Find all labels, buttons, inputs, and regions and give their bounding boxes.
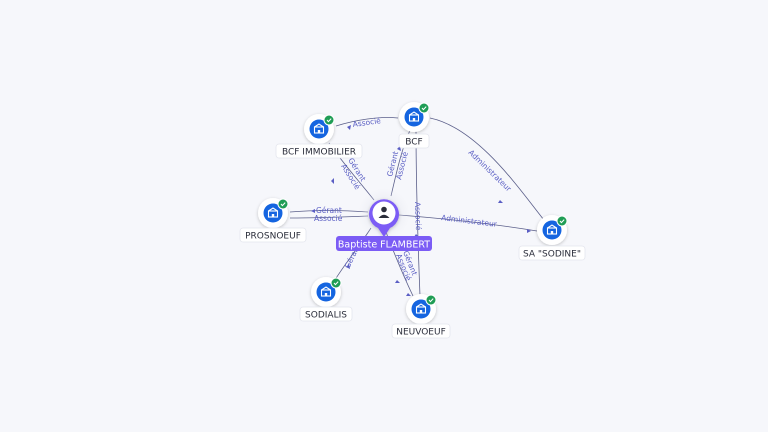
svg-text:SA "SODINE": SA "SODINE" xyxy=(523,250,581,260)
company-label-neuvoeuf: NEUVOEUF xyxy=(391,323,451,339)
building-icon xyxy=(546,224,558,235)
building-icon xyxy=(320,286,332,297)
building-icon xyxy=(267,207,279,218)
edge-label-bcf-neuvoeuf-associe: Associé xyxy=(413,202,423,231)
edge-label-bcf-bcf-immobilier: Associé xyxy=(352,116,382,129)
svg-text:PROSNOEUF: PROSNOEUF xyxy=(245,232,301,242)
verified-badge-icon xyxy=(277,198,289,210)
arrowhead xyxy=(346,264,350,269)
svg-text:BCF: BCF xyxy=(405,138,422,148)
edge-label-person-sa-sodine: Administrateur xyxy=(441,213,498,229)
building-icon xyxy=(313,123,325,134)
company-node-prosnoeuf[interactable] xyxy=(258,198,289,228)
edge-label-bcf-sa-sodine: Administrateur xyxy=(467,148,514,194)
edge-bcf-sa-sodine xyxy=(429,117,545,221)
person-name: Baptiste FLAMBERT xyxy=(338,240,430,251)
arrowhead xyxy=(406,293,411,296)
verified-badge-icon xyxy=(330,277,342,289)
company-label-prosnoeuf: PROSNOEUF xyxy=(239,227,307,243)
building-icon xyxy=(415,303,427,314)
arrowhead xyxy=(527,229,531,233)
verified-badge-icon xyxy=(418,102,430,114)
company-label-sa-sodine: SA "SODINE" xyxy=(518,245,586,261)
svg-text:BCF IMMOBILIER: BCF IMMOBILIER xyxy=(282,148,356,158)
arrowhead xyxy=(311,209,315,213)
company-node-sa-sodine[interactable] xyxy=(537,215,568,245)
arrowhead xyxy=(498,200,503,203)
building-icon xyxy=(408,111,420,122)
verified-badge-icon xyxy=(556,215,568,227)
company-label-sodialis: SODIALIS xyxy=(299,306,353,322)
person-icon xyxy=(378,206,390,218)
verified-badge-icon xyxy=(425,294,437,306)
company-node-sodialis[interactable] xyxy=(311,277,342,307)
company-node-bcf[interactable] xyxy=(399,102,430,132)
svg-text:NEUVOEUF: NEUVOEUF xyxy=(396,328,446,338)
edge-label-person-prosnoeuf-associe: Associé xyxy=(314,214,343,223)
verified-badge-icon xyxy=(323,114,335,126)
arrowhead xyxy=(347,125,351,130)
svg-text:SODIALIS: SODIALIS xyxy=(305,311,347,321)
person-node[interactable]: Baptiste FLAMBERT xyxy=(336,188,432,251)
arrowhead xyxy=(331,178,334,184)
arrowhead xyxy=(395,280,400,283)
edge-label-person-prosnoeuf-gerant: Gérant xyxy=(316,206,342,215)
edge-bcf-bcf-immobilier xyxy=(335,117,399,127)
edge-person-sa-sodine xyxy=(398,214,538,232)
company-label-bcf-immobilier: BCF IMMOBILIER xyxy=(275,143,363,159)
company-node-bcf-immobilier[interactable] xyxy=(304,114,335,144)
company-node-neuvoeuf[interactable] xyxy=(406,294,437,324)
company-label-bcf: BCF xyxy=(398,133,430,149)
